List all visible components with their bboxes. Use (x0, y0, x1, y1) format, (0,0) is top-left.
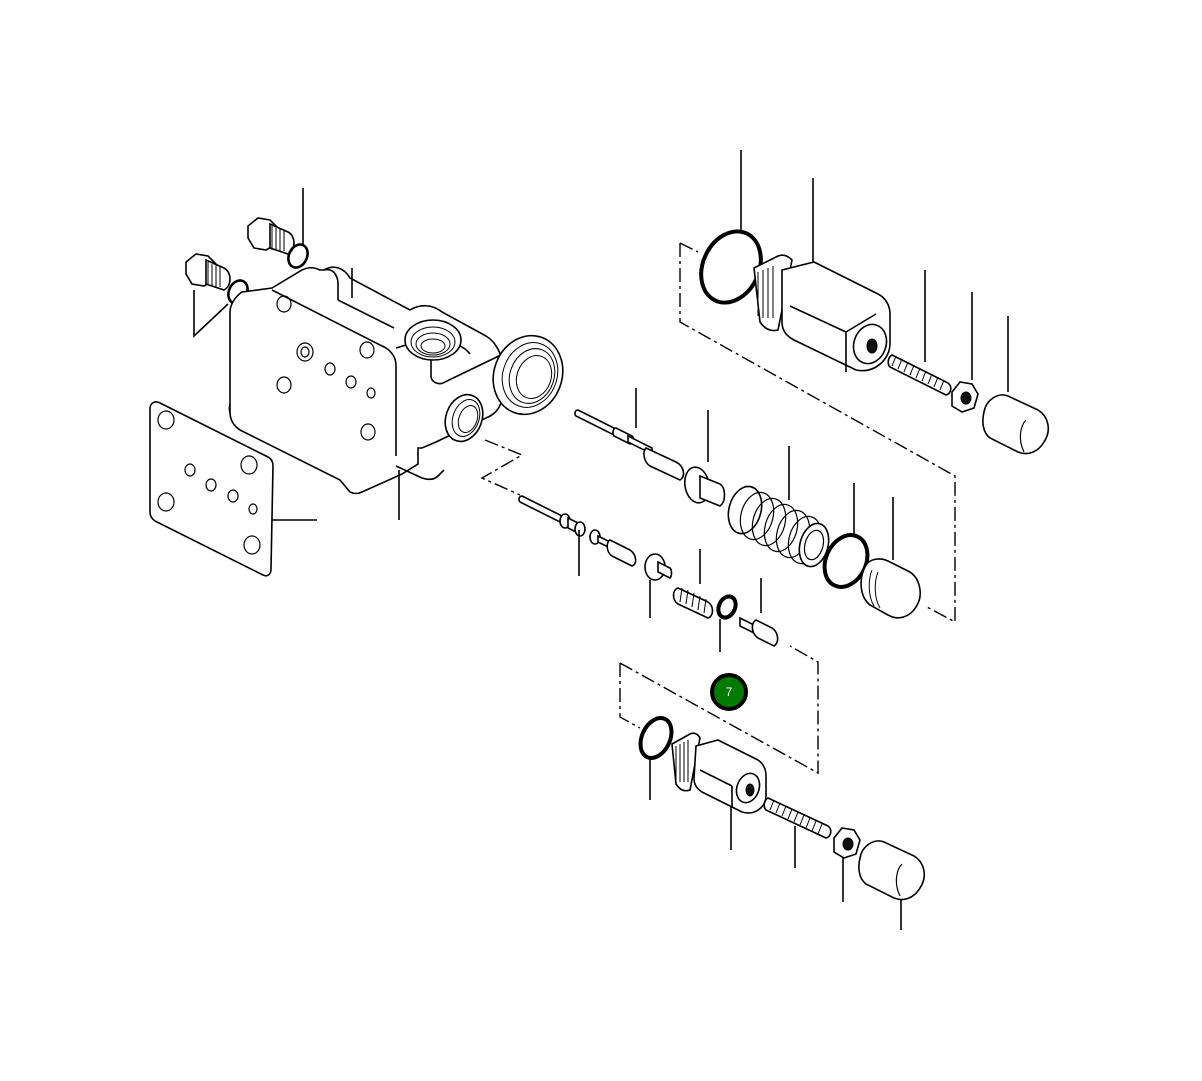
plug-cap-spring (860, 558, 921, 619)
plug-upper (247, 217, 295, 255)
spring-small (672, 587, 714, 619)
adjusting-screw-lower (763, 797, 832, 839)
seat-small (644, 553, 673, 581)
adjusting-screw-upper (887, 354, 952, 396)
cap-lower (858, 840, 926, 901)
callout-label: 7 (725, 685, 733, 699)
o-ring-lower-cartridge (638, 716, 674, 760)
spool-upper (574, 409, 685, 481)
spring-seat-upper (683, 466, 726, 507)
gasket-plate (149, 401, 274, 577)
relief-valve-body-lower (671, 732, 767, 814)
o-ring-upper-plug (287, 243, 309, 269)
alignment-line (619, 645, 819, 775)
valve-body (229, 266, 564, 495)
spool-lower (518, 495, 637, 567)
lock-nut-hole (960, 391, 972, 405)
spring-large (727, 485, 830, 568)
alignment-line (679, 243, 956, 624)
leader-line (193, 290, 229, 338)
o-ring-small-lower (716, 594, 738, 620)
relief-valve-body-upper (753, 254, 891, 372)
alignment-line (480, 439, 524, 496)
plug-small (739, 616, 779, 647)
plug-lower (185, 253, 231, 291)
lock-nut-hole (842, 837, 854, 851)
alignment-line (619, 663, 641, 729)
alignment-line (679, 242, 699, 253)
callout-badge-7[interactable]: 7 (710, 673, 748, 711)
cap-upper (982, 394, 1050, 455)
